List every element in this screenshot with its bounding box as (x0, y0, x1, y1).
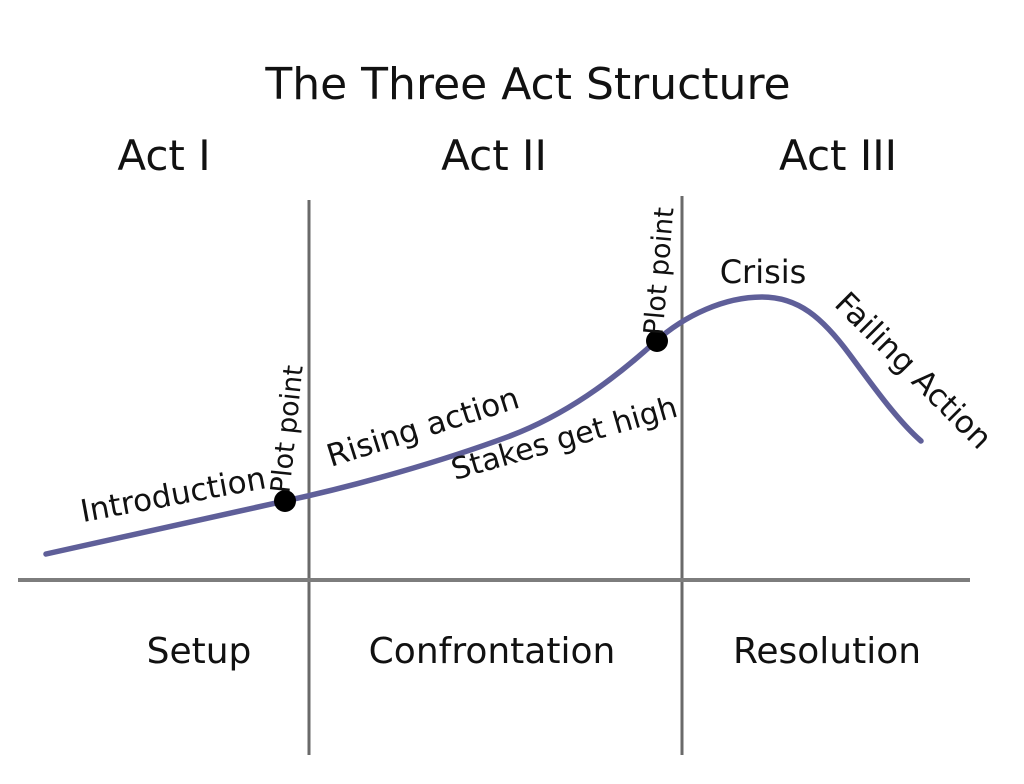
section-resolution-label: Resolution (733, 631, 921, 672)
story-arc-curve (43, 294, 924, 557)
plot-point-1-dot (274, 490, 296, 512)
act-1-label: Act I (117, 131, 210, 180)
plot-point-2-label: Plot point (638, 206, 680, 337)
plot-point-2-dot (646, 330, 668, 352)
act-2-label: Act II (441, 131, 547, 180)
section-setup-label: Setup (147, 631, 252, 672)
crisis-label: Crisis (720, 253, 807, 291)
section-confrontation-label: Confrontation (369, 631, 616, 672)
introduction-label: Introduction (78, 460, 269, 530)
page-title: The Three Act Structure (264, 59, 790, 110)
act-3-label: Act III (779, 131, 897, 180)
plot-point-1-label: Plot point (265, 364, 309, 495)
